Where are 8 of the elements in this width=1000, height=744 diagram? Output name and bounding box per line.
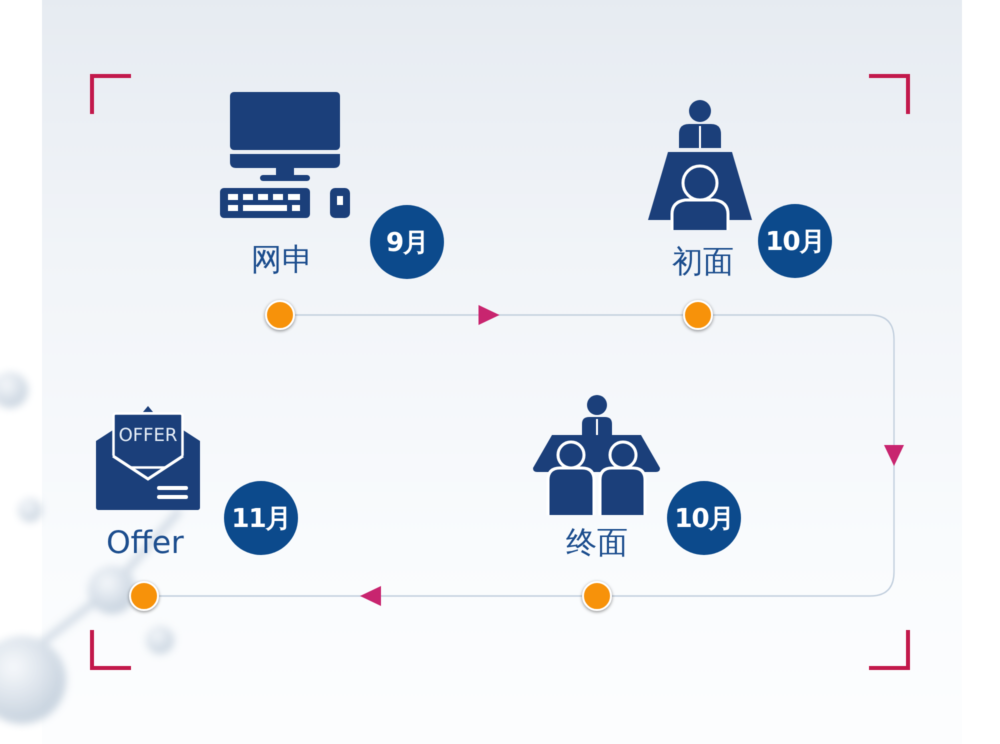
step-label: Offer xyxy=(106,525,184,561)
arrow xyxy=(159,586,582,606)
arrow xyxy=(295,305,683,325)
step-label: 网申 xyxy=(251,242,313,278)
letter-text: OFFER xyxy=(118,426,178,446)
step-label: 初面 xyxy=(672,244,734,280)
arrow xyxy=(612,314,904,597)
step-label: 终面 xyxy=(566,525,628,561)
